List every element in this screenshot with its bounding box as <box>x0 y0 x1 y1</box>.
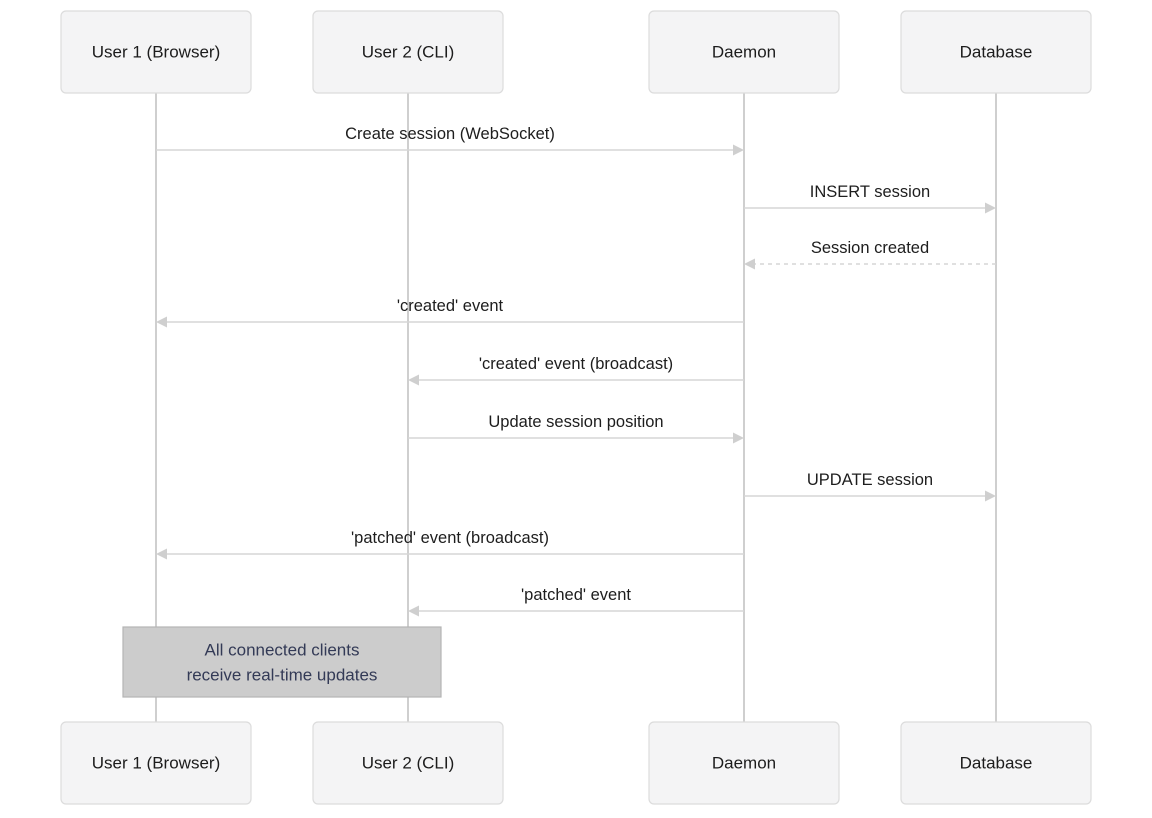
participant-box-rect <box>60 721 252 805</box>
message-arrowhead <box>156 316 167 328</box>
participant-label-database: Database <box>960 753 1033 772</box>
participant-label-daemon: Daemon <box>712 42 776 61</box>
message-m7[interactable]: UPDATE session <box>744 471 996 502</box>
participant-box-user1-top[interactable]: User 1 (Browser) <box>60 10 252 94</box>
participant-label-user1: User 1 (Browser) <box>92 753 220 772</box>
message-m1[interactable]: Create session (WebSocket) <box>156 125 744 156</box>
participant-box-rect <box>900 10 1092 94</box>
participant-box-user1-bottom[interactable]: User 1 (Browser) <box>60 721 252 805</box>
message-m8[interactable]: 'patched' event (broadcast) <box>156 529 744 560</box>
message-arrowhead <box>985 202 996 214</box>
participant-box-rect <box>312 10 504 94</box>
message-arrowhead <box>733 144 744 156</box>
message-m2[interactable]: INSERT session <box>744 183 996 214</box>
message-label: Session created <box>811 239 929 257</box>
message-group: Create session (WebSocket) INSERT session… <box>156 125 996 617</box>
participant-box-rect <box>648 721 840 805</box>
participant-box-rect <box>60 10 252 94</box>
lifeline-group <box>155 93 997 722</box>
message-label: 'patched' event <box>521 586 631 604</box>
message-m9[interactable]: 'patched' event <box>408 586 744 617</box>
message-label: 'patched' event (broadcast) <box>351 529 549 547</box>
message-arrowhead <box>985 490 996 502</box>
participant-box-rect <box>648 10 840 94</box>
participant-box-database-bottom[interactable]: Database <box>900 721 1092 805</box>
note-n1: All connected clients receive real-time u… <box>122 626 442 698</box>
message-label: Update session position <box>488 413 663 431</box>
note-text-line: receive real-time updates <box>187 666 378 685</box>
participant-label-database: Database <box>960 42 1033 61</box>
message-arrowhead <box>408 374 419 386</box>
message-label: UPDATE session <box>807 471 933 489</box>
participant-boxes-bottom: User 1 (Browser) User 2 (CLI) Daemon Databa… <box>60 721 1092 805</box>
participant-label-daemon: Daemon <box>712 753 776 772</box>
participant-label-user2: User 2 (CLI) <box>362 753 455 772</box>
participant-box-user2-bottom[interactable]: User 2 (CLI) <box>312 721 504 805</box>
message-arrowhead <box>408 605 419 617</box>
participant-box-user2-top[interactable]: User 2 (CLI) <box>312 10 504 94</box>
note-rect <box>122 626 442 698</box>
note-text-line: All connected clients <box>205 641 360 660</box>
message-m6[interactable]: Update session position <box>408 413 744 444</box>
participant-label-user1: User 1 (Browser) <box>92 42 220 61</box>
participant-label-user2: User 2 (CLI) <box>362 42 455 61</box>
message-arrowhead <box>733 432 744 444</box>
message-label: Create session (WebSocket) <box>345 125 555 143</box>
message-arrowhead <box>744 258 755 270</box>
message-m5[interactable]: 'created' event (broadcast) <box>408 355 744 386</box>
participant-boxes-top: User 1 (Browser) User 2 (CLI) Daemon Databa… <box>60 10 1092 94</box>
participant-box-rect <box>312 721 504 805</box>
participant-box-daemon-top[interactable]: Daemon <box>648 10 840 94</box>
participant-box-rect <box>900 721 1092 805</box>
message-label: 'created' event (broadcast) <box>479 355 673 373</box>
message-m3[interactable]: Session created <box>744 239 996 270</box>
note-group: All connected clients receive real-time u… <box>122 626 442 698</box>
message-arrowhead <box>156 548 167 560</box>
message-m4[interactable]: 'created' event <box>156 297 744 328</box>
participant-box-database-top[interactable]: Database <box>900 10 1092 94</box>
message-label: 'created' event <box>397 297 504 315</box>
participant-box-daemon-bottom[interactable]: Daemon <box>648 721 840 805</box>
message-label: INSERT session <box>810 183 930 201</box>
